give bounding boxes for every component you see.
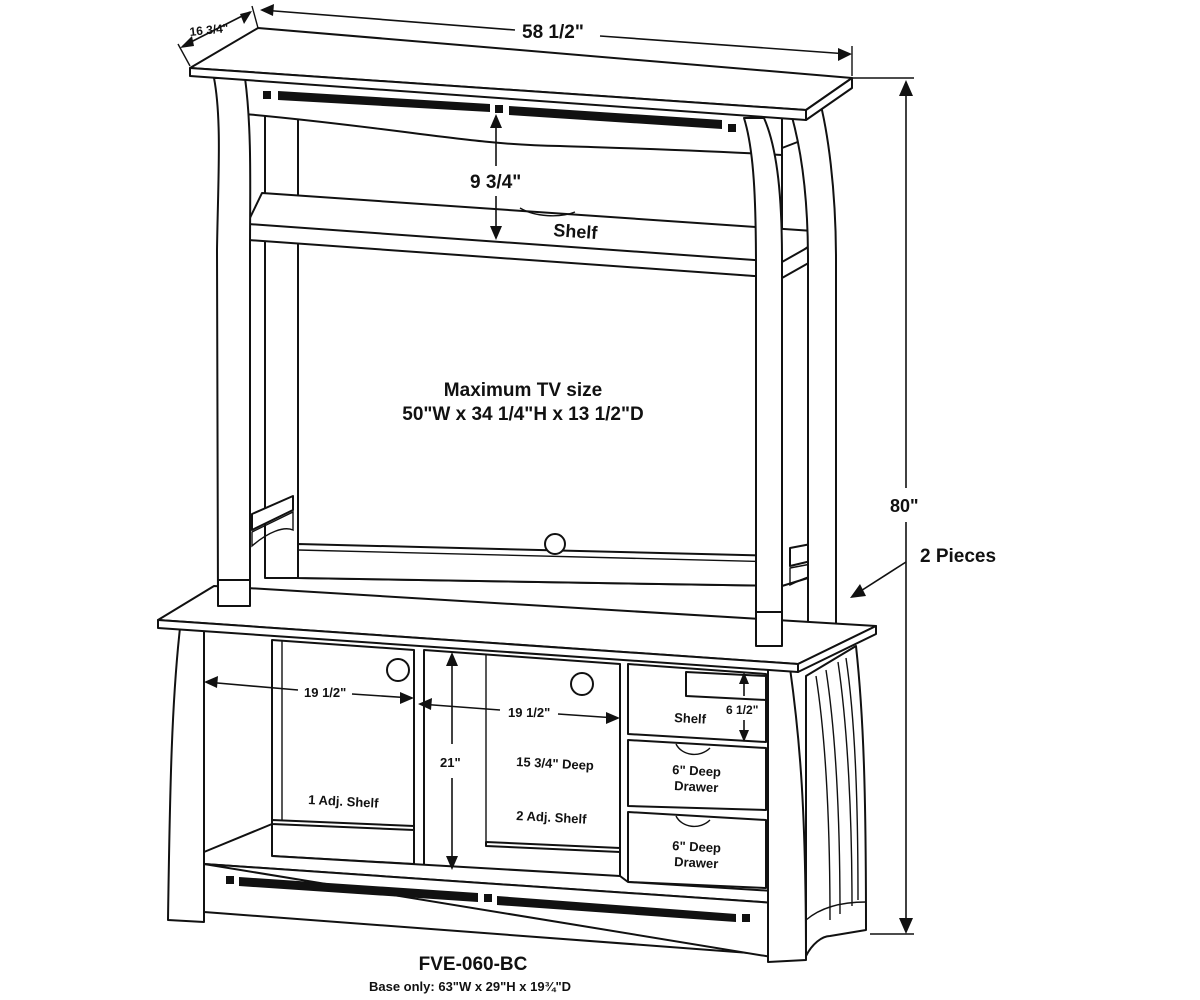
lower-inlay-center [484,894,492,902]
base-cabinet [157,585,877,963]
drawer1-line1: 6" Deep [672,762,722,780]
center-width-dim-line-a [419,703,501,711]
center-cord-hole [570,672,594,696]
base-dimensions: Base only: 63"W x 29"H x 19¾"D [369,979,571,994]
drawer-upper [627,739,767,811]
depth-dim-line [182,11,251,47]
upper-inlay-right [728,124,736,132]
left-width-label: 19 1/2" [304,685,346,700]
upper-inlay-left [263,91,271,99]
lower-inlay-left [226,876,234,884]
hutch-shelf-label: Shelf [553,220,599,243]
hutch-upper-rail [244,75,783,156]
base-left-front-leg [167,627,205,923]
hutch-left-lower-shelf [251,495,294,531]
hutch [189,27,853,647]
max-tv-title: Maximum TV size [444,380,602,401]
center-depth-label: 15 3/4" Deep [516,754,594,773]
opening-height-label: 21" [440,755,461,770]
lower-inlay-bar-left [239,877,478,902]
top-shelf-height-label: 6 1/2" [726,703,758,717]
center-adj-shelf [485,841,621,853]
labels: 16 3/4" 58 1/2" 9 3/4" Shelf Maximum TV … [189,21,996,994]
lower-inlay-bar-right [497,896,736,922]
drawer-lower [627,811,767,889]
hutch-left-front-post [213,77,252,607]
base-top-side [797,625,877,673]
upper-inlay-bar-right [509,106,722,129]
pieces-leader [855,561,907,595]
drawer2-line1: 6" Deep [672,838,722,856]
cord-hole [544,533,566,555]
right-shelf-back [685,671,767,701]
overall-height-label: 80" [890,496,919,516]
width-dim-line-left [261,9,516,31]
hutch-post-feet [217,579,783,647]
left-shelf-label: 1 Adj. Shelf [308,792,380,811]
right-shelf-label: Shelf [674,710,707,727]
base-right-side-panel [805,645,867,957]
left-width-dim-line-a [205,681,299,691]
upper-inlay-center [495,105,503,113]
model-number: FVE-060-BC [419,954,528,975]
center-shelf-label: 2 Adj. Shelf [516,808,588,827]
base-right-front-leg [767,667,807,963]
lower-inlay-right [742,914,750,922]
hutch-left-post-foot [217,579,251,607]
hutch-right-rear-post [781,137,809,587]
drawer2-line2: Drawer [674,854,719,871]
top-depth-label: 16 3/4" [189,21,229,39]
center-width-label: 19 1/2" [508,705,550,720]
top-width-label: 58 1/2" [522,22,584,43]
max-tv-size: 50"W x 34 1/4"H x 13 1/2"D [402,404,643,425]
pieces-label: 2 Pieces [920,546,996,567]
hutch-top-side [805,77,853,121]
left-cord-hole [386,658,410,682]
upper-inlay-bar-left [278,91,490,112]
width-dim-line-right [599,35,849,55]
left-adj-shelf [271,819,415,831]
drawer1-line2: Drawer [674,778,719,795]
dimension-lines [177,4,914,935]
hutch-right-post-foot [755,611,783,647]
shelf-clearance-label: 9 3/4" [470,172,521,193]
